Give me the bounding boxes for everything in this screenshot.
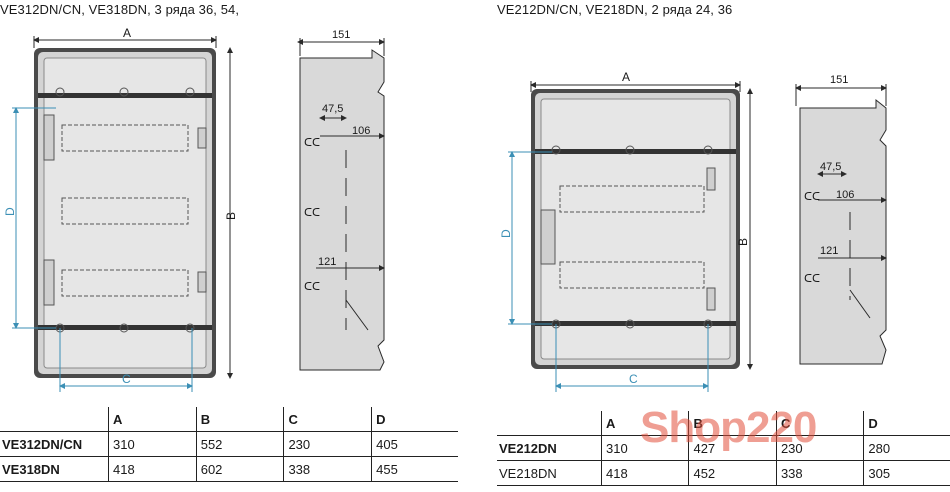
value-d: 305 [863, 460, 950, 486]
left-label-a: A [123, 26, 131, 40]
left-label-d: D [3, 207, 17, 216]
value-a: 418 [600, 460, 689, 486]
table-row: VE318DN 418 602 338 455 [0, 456, 458, 482]
right-col-a: A [600, 411, 689, 436]
left-label-b: B [224, 212, 238, 220]
svg-text:ᑕᑕ: ᑕᑕ [304, 207, 320, 219]
right-label-d3: 121 [820, 245, 838, 257]
right-side-view: 151 47,5 106 121 ᑕᑕ ᑕᑕ [795, 74, 887, 365]
right-module-row-1 [559, 185, 705, 213]
heading-left: VE312DN/CN, VE318DN, 3 ряда 36, 54, [0, 2, 240, 17]
right-module-row-2 [559, 261, 705, 289]
left-dimensions-table: A B C D VE312DN/CN 310 552 230 405 VE318… [0, 407, 458, 482]
value-d: 280 [863, 435, 950, 461]
left-side-view: 151 47,5 106 121 ᑕᑕ ᑕᑕ ᑕᑕ [297, 29, 385, 371]
svg-text:ᑕᑕ: ᑕᑕ [304, 137, 320, 149]
right-din-rail-bottom [535, 321, 736, 326]
right-label-b: B [736, 238, 750, 246]
left-label-d1: 47,5 [322, 103, 343, 115]
right-col-d: D [863, 411, 950, 436]
right-din-rail-top [535, 149, 736, 154]
table-row: VE218DN 418 452 338 305 [497, 460, 950, 486]
left-label-d2: 106 [352, 125, 370, 137]
right-label-d2: 106 [836, 189, 854, 201]
left-label-d3: 121 [318, 256, 336, 268]
right-label-depth: 151 [830, 74, 848, 86]
value-d: 455 [371, 456, 458, 482]
right-dimensions-table: A B C D VE212DN 310 427 230 280 VE218DN … [497, 411, 950, 486]
left-module-row-2 [61, 197, 189, 225]
model-name: VE212DN [497, 435, 602, 461]
value-b: 602 [195, 456, 284, 482]
left-col-d: D [371, 407, 458, 432]
right-col-b: B [688, 411, 777, 436]
value-b: 552 [195, 431, 284, 457]
watermark-logo: Shop220 [640, 403, 817, 452]
left-module-row-1 [61, 124, 189, 152]
left-col-a: A [108, 407, 197, 432]
value-c: 338 [775, 460, 864, 486]
value-c: 230 [283, 431, 372, 457]
svg-text:ᑕᑕ: ᑕᑕ [304, 281, 320, 293]
right-label-c: C [629, 372, 638, 386]
value-b: 427 [688, 435, 777, 461]
left-module-row-3 [61, 269, 189, 297]
left-label-c: C [122, 372, 131, 386]
left-front-view: A B D C [3, 26, 238, 392]
svg-text:ᑕᑕ: ᑕᑕ [804, 191, 820, 203]
value-a: 310 [108, 431, 197, 457]
value-a: 418 [108, 456, 197, 482]
left-label-depth: 151 [332, 29, 350, 41]
value-b: 452 [688, 460, 777, 486]
model-name: VE312DN/CN [0, 431, 109, 457]
heading-right: VE212DN/CN, VE218DN, 2 ряда 24, 36 [497, 2, 733, 17]
value-a: 310 [600, 435, 689, 461]
right-label-d: D [499, 229, 513, 238]
model-name: VE318DN [0, 456, 109, 482]
svg-text:ᑕᑕ: ᑕᑕ [804, 273, 820, 285]
value-c: 230 [775, 435, 864, 461]
table-row: VE212DN 310 427 230 280 [497, 435, 950, 461]
left-din-rail-bottom [38, 325, 212, 330]
right-front-view: A B D C [499, 70, 753, 392]
left-col-b: B [195, 407, 284, 432]
model-name: VE218DN [497, 460, 602, 486]
value-d: 405 [371, 431, 458, 457]
table-row: VE312DN/CN 310 552 230 405 [0, 431, 458, 457]
right-label-a: A [622, 70, 630, 84]
left-col-c: C [283, 407, 372, 432]
right-label-d1: 47,5 [820, 161, 841, 173]
value-c: 338 [283, 456, 372, 482]
right-col-c: C [775, 411, 864, 436]
